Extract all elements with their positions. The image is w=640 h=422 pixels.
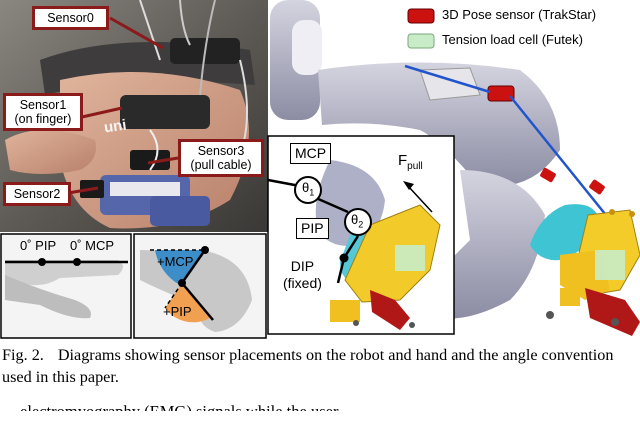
strap-logo-text: uni	[102, 116, 128, 137]
dip-joint-label: DIP (fixed)	[283, 258, 322, 291]
caption-text: Diagrams showing sensor placements on th…	[2, 346, 614, 386]
figure-caption: Fig. 2.Diagrams showing sensor placement…	[2, 344, 638, 388]
sensor0-label: Sensor0	[32, 6, 109, 30]
sensor3-label: Sensor3 (pull cable)	[178, 139, 264, 177]
mcp-joint-label: MCP	[290, 143, 332, 164]
legend-swatch-load	[407, 33, 435, 49]
pip-zero-label: 0˚ PIP	[20, 238, 57, 253]
sensor1-label: Sensor1 (on finger)	[3, 93, 83, 131]
pip-joint-label: PIP	[296, 218, 329, 239]
legend-load-cell: Tension load cell (Futek)	[442, 32, 583, 47]
plus-pip-label: +PIP	[163, 304, 192, 319]
legend-swatch-pose	[407, 8, 435, 24]
figure: uni Sensor0 Sensor1 (on finger) Sensor2 …	[0, 0, 640, 339]
plus-mcp-label: +MCP	[157, 254, 194, 269]
legend-pose-sensor: 3D Pose sensor (TrakStar)	[442, 7, 597, 22]
caption-label: Fig. 2.	[2, 346, 44, 364]
mcp-zero-label: 0˚ MCP	[70, 238, 115, 253]
angle-panel-straight	[0, 233, 132, 339]
f-pull-label: Fpull	[398, 152, 423, 172]
angle-panel-flexed	[133, 233, 267, 339]
body-text-line: electromyography (EMG) signals while the…	[20, 402, 339, 421]
theta1-label: θ1	[302, 180, 315, 198]
figure-artwork	[0, 0, 640, 339]
robot-inset	[267, 135, 455, 335]
robot-render	[270, 0, 640, 336]
sensor2-label: Sensor2	[3, 182, 71, 206]
theta2-label: θ2	[351, 212, 364, 230]
callout-lines	[67, 16, 179, 195]
